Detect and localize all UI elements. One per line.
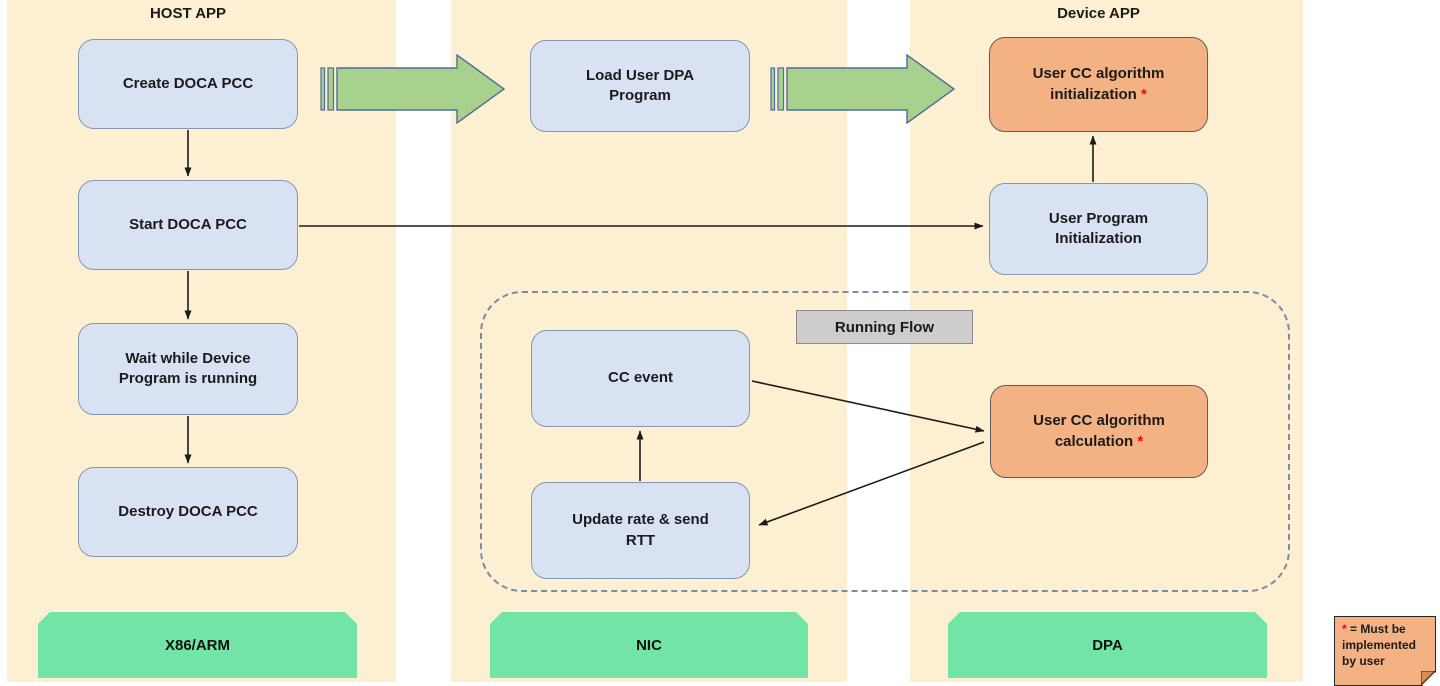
device-app-title: Device APP: [1057, 5, 1140, 22]
host-app-title: HOST APP: [149, 5, 227, 22]
legend-asterisk: *: [1342, 622, 1347, 636]
required-asterisk: *: [1141, 85, 1147, 103]
wait-device-program-box: Wait while Device Program is running: [78, 323, 298, 415]
start-doca-pcc-box: Start DOCA PCC: [78, 180, 298, 270]
load-user-dpa-program-box: Load User DPA Program: [530, 40, 750, 132]
platform-dpa: DPA: [948, 612, 1267, 678]
platform-x86-arm: X86/ARM: [38, 612, 357, 678]
update-rate-send-rtt-box: Update rate & send RTT: [531, 482, 750, 579]
running-flow-region: [480, 291, 1290, 592]
destroy-doca-pcc-box: Destroy DOCA PCC: [78, 467, 298, 557]
running-flow-label: Running Flow: [796, 310, 973, 344]
user-cc-algorithm-calculation-box: User CC algorithm calculation *: [990, 385, 1208, 478]
required-asterisk: *: [1137, 432, 1144, 450]
legend-note: * = Must be implemented by user: [1334, 616, 1436, 686]
user-cc-algorithm-initialization-box: User CC algorithm initialization *: [989, 37, 1208, 132]
create-doca-pcc-box: Create DOCA PCC: [78, 39, 298, 129]
folded-corner: [1421, 671, 1435, 685]
platform-nic: NIC: [490, 612, 808, 678]
legend-text: = Must be implemented by user: [1342, 622, 1417, 668]
cc-event-box: CC event: [531, 330, 750, 427]
user-program-initialization-box: User Program Initialization: [989, 183, 1208, 275]
